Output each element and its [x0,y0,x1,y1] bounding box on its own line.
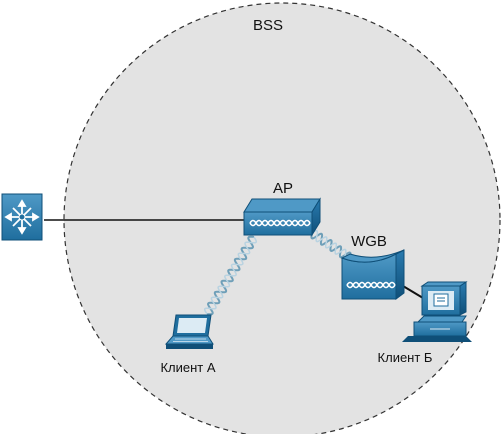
wireless-link-ap-client-a [203,235,258,316]
wgb-label: WGB [351,233,387,250]
client-b-label: Клиент Б [378,350,433,365]
laptop-icon [164,314,214,349]
workgroup-bridge-icon [340,249,405,300]
wireless-link-ap-wgb [310,229,352,262]
layer3-switch-icon [1,193,43,241]
bss-label: BSS [253,17,283,34]
access-point-icon [243,197,321,237]
ap-label: AP [273,180,293,197]
client-a-label: Клиент А [160,360,215,375]
workstation-icon [402,281,472,342]
